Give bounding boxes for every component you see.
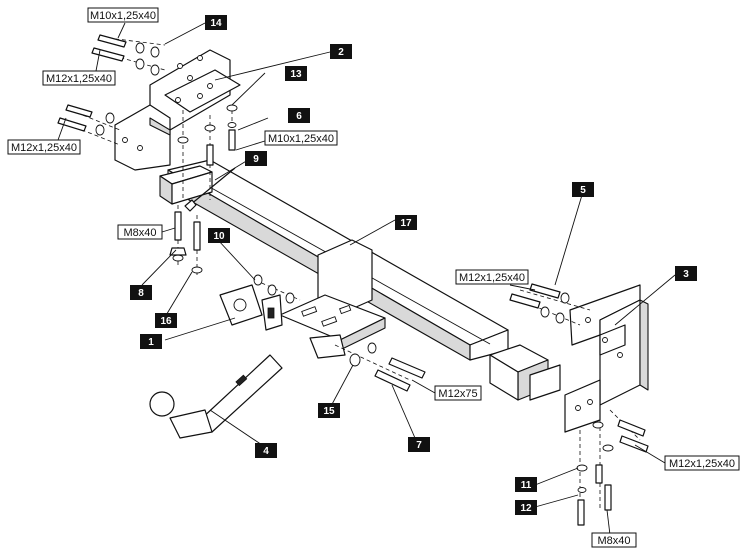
callout-3: 3 xyxy=(675,266,697,281)
callout-1: 1 xyxy=(140,334,162,349)
callout-4-text: 4 xyxy=(263,446,269,457)
label-m12-right-top-text: M12x1,25x40 xyxy=(459,272,525,284)
right-bottom-bolts xyxy=(576,409,649,526)
callout-1-text: 1 xyxy=(148,337,154,348)
left-lower-bolt-stack xyxy=(169,205,203,275)
callout-16-text: 16 xyxy=(160,316,172,327)
callout-15-text: 15 xyxy=(323,406,335,417)
label-m12-lower-left: M12x1,25x40 xyxy=(7,139,81,155)
side-bracket-right xyxy=(564,284,649,433)
label-m8-left: M8x40 xyxy=(117,224,163,240)
callout-13-text: 13 xyxy=(290,69,302,80)
callout-13: 13 xyxy=(285,66,307,81)
label-m12-upper-left: M12x1,25x40 xyxy=(42,70,116,86)
label-m12x75: M12x75 xyxy=(434,385,482,401)
callout-12-text: 12 xyxy=(520,503,532,514)
left-top-bolts xyxy=(57,34,166,146)
callout-8-text: 8 xyxy=(138,288,144,299)
label-m8-right: M8x40 xyxy=(591,532,637,548)
callout-11: 11 xyxy=(515,477,537,492)
label-m12-right-top: M12x1,25x40 xyxy=(455,269,529,285)
label-m12-lower-left-text: M12x1,25x40 xyxy=(11,142,77,154)
label-m12-right-bottom-text: M12x1,25x40 xyxy=(669,458,735,470)
socket-holder xyxy=(219,284,283,331)
callout-2: 2 xyxy=(330,44,352,59)
callout-5: 5 xyxy=(572,182,594,197)
callout-7-text: 7 xyxy=(416,440,422,451)
callout-11-text: 11 xyxy=(521,480,532,491)
callout-4: 4 xyxy=(255,443,277,458)
callout-16: 16 xyxy=(155,313,177,328)
label-m12-right-bottom: M12x1,25x40 xyxy=(664,455,740,471)
callout-9: 9 xyxy=(245,151,267,166)
callout-14-text: 14 xyxy=(210,18,222,29)
callout-8: 8 xyxy=(130,285,152,300)
callout-5-text: 5 xyxy=(580,185,586,196)
center-bolt-stack xyxy=(177,104,238,212)
callout-14: 14 xyxy=(205,15,227,30)
label-m10-top-text: M10x1,25x40 xyxy=(90,10,156,22)
socket-mounting-plate xyxy=(279,239,386,359)
callout-10-text: 10 xyxy=(213,231,225,242)
callout-10: 10 xyxy=(208,228,230,243)
label-m12x75-text: M12x75 xyxy=(438,388,477,400)
callout-3-text: 3 xyxy=(683,269,689,280)
callout-15: 15 xyxy=(318,403,340,418)
callout-17-text: 17 xyxy=(400,218,412,229)
callout-6-text: 6 xyxy=(296,111,302,122)
leader-lines xyxy=(57,22,676,536)
callout-2-text: 2 xyxy=(338,47,344,58)
label-m10-center-text: M10x1,25x40 xyxy=(268,133,334,145)
side-bracket-left xyxy=(114,49,241,171)
label-m8-right-text: M8x40 xyxy=(597,535,630,547)
right-top-bolts xyxy=(509,283,591,326)
callout-7: 7 xyxy=(408,437,430,452)
callout-12: 12 xyxy=(515,500,537,515)
label-m10-center: M10x1,25x40 xyxy=(264,130,338,146)
center-horizontal-bolts xyxy=(253,274,426,392)
tow-ball-neck xyxy=(149,354,283,439)
callout-9-text: 9 xyxy=(253,154,259,165)
label-m10-top: M10x1,25x40 xyxy=(87,7,159,23)
callout-6: 6 xyxy=(288,108,310,123)
label-m8-left-text: M8x40 xyxy=(123,227,156,239)
label-m12-upper-left-text: M12x1,25x40 xyxy=(46,73,112,85)
callout-17: 17 xyxy=(395,215,417,230)
